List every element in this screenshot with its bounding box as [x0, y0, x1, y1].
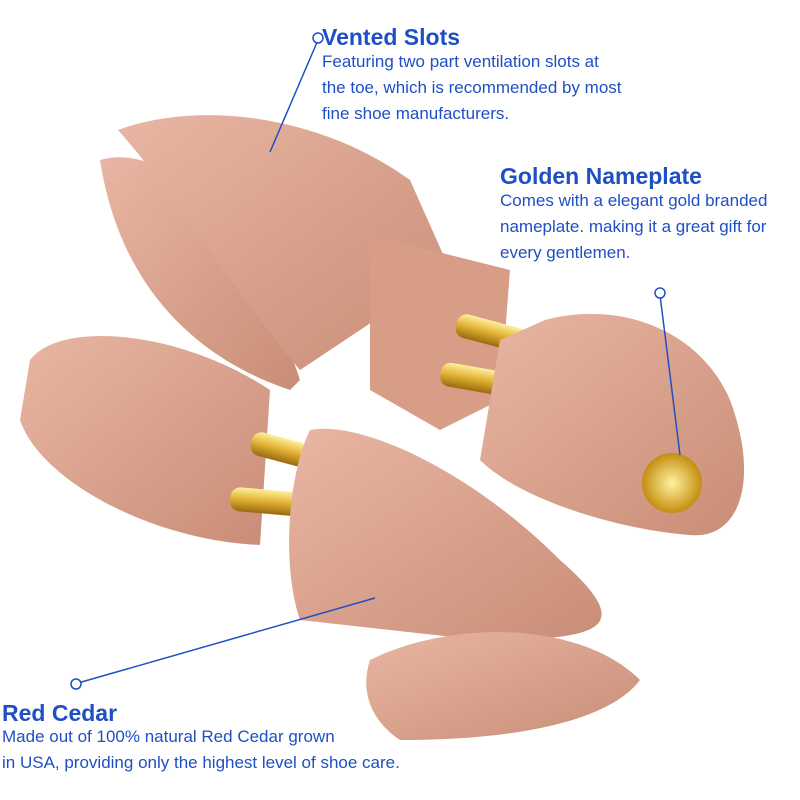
vented-slots-description: Featuring two part ventilation slots at … — [322, 52, 622, 123]
lower-shoe-tree — [20, 336, 640, 740]
upper-shoe-tree — [100, 115, 745, 536]
golden-nameplate-description: Comes with a elegant gold branded namepl… — [500, 191, 768, 262]
red-cedar-description: Made out of 100% natural Red Cedar grown… — [2, 727, 400, 772]
callout-leaders — [70, 32, 681, 690]
red-cedar-title: Red Cedar — [2, 700, 118, 726]
golden-nameplate-title: Golden Nameplate — [500, 163, 702, 189]
vented-slots-title: Vented Slots — [322, 24, 461, 50]
golden-nameplate — [642, 453, 702, 513]
